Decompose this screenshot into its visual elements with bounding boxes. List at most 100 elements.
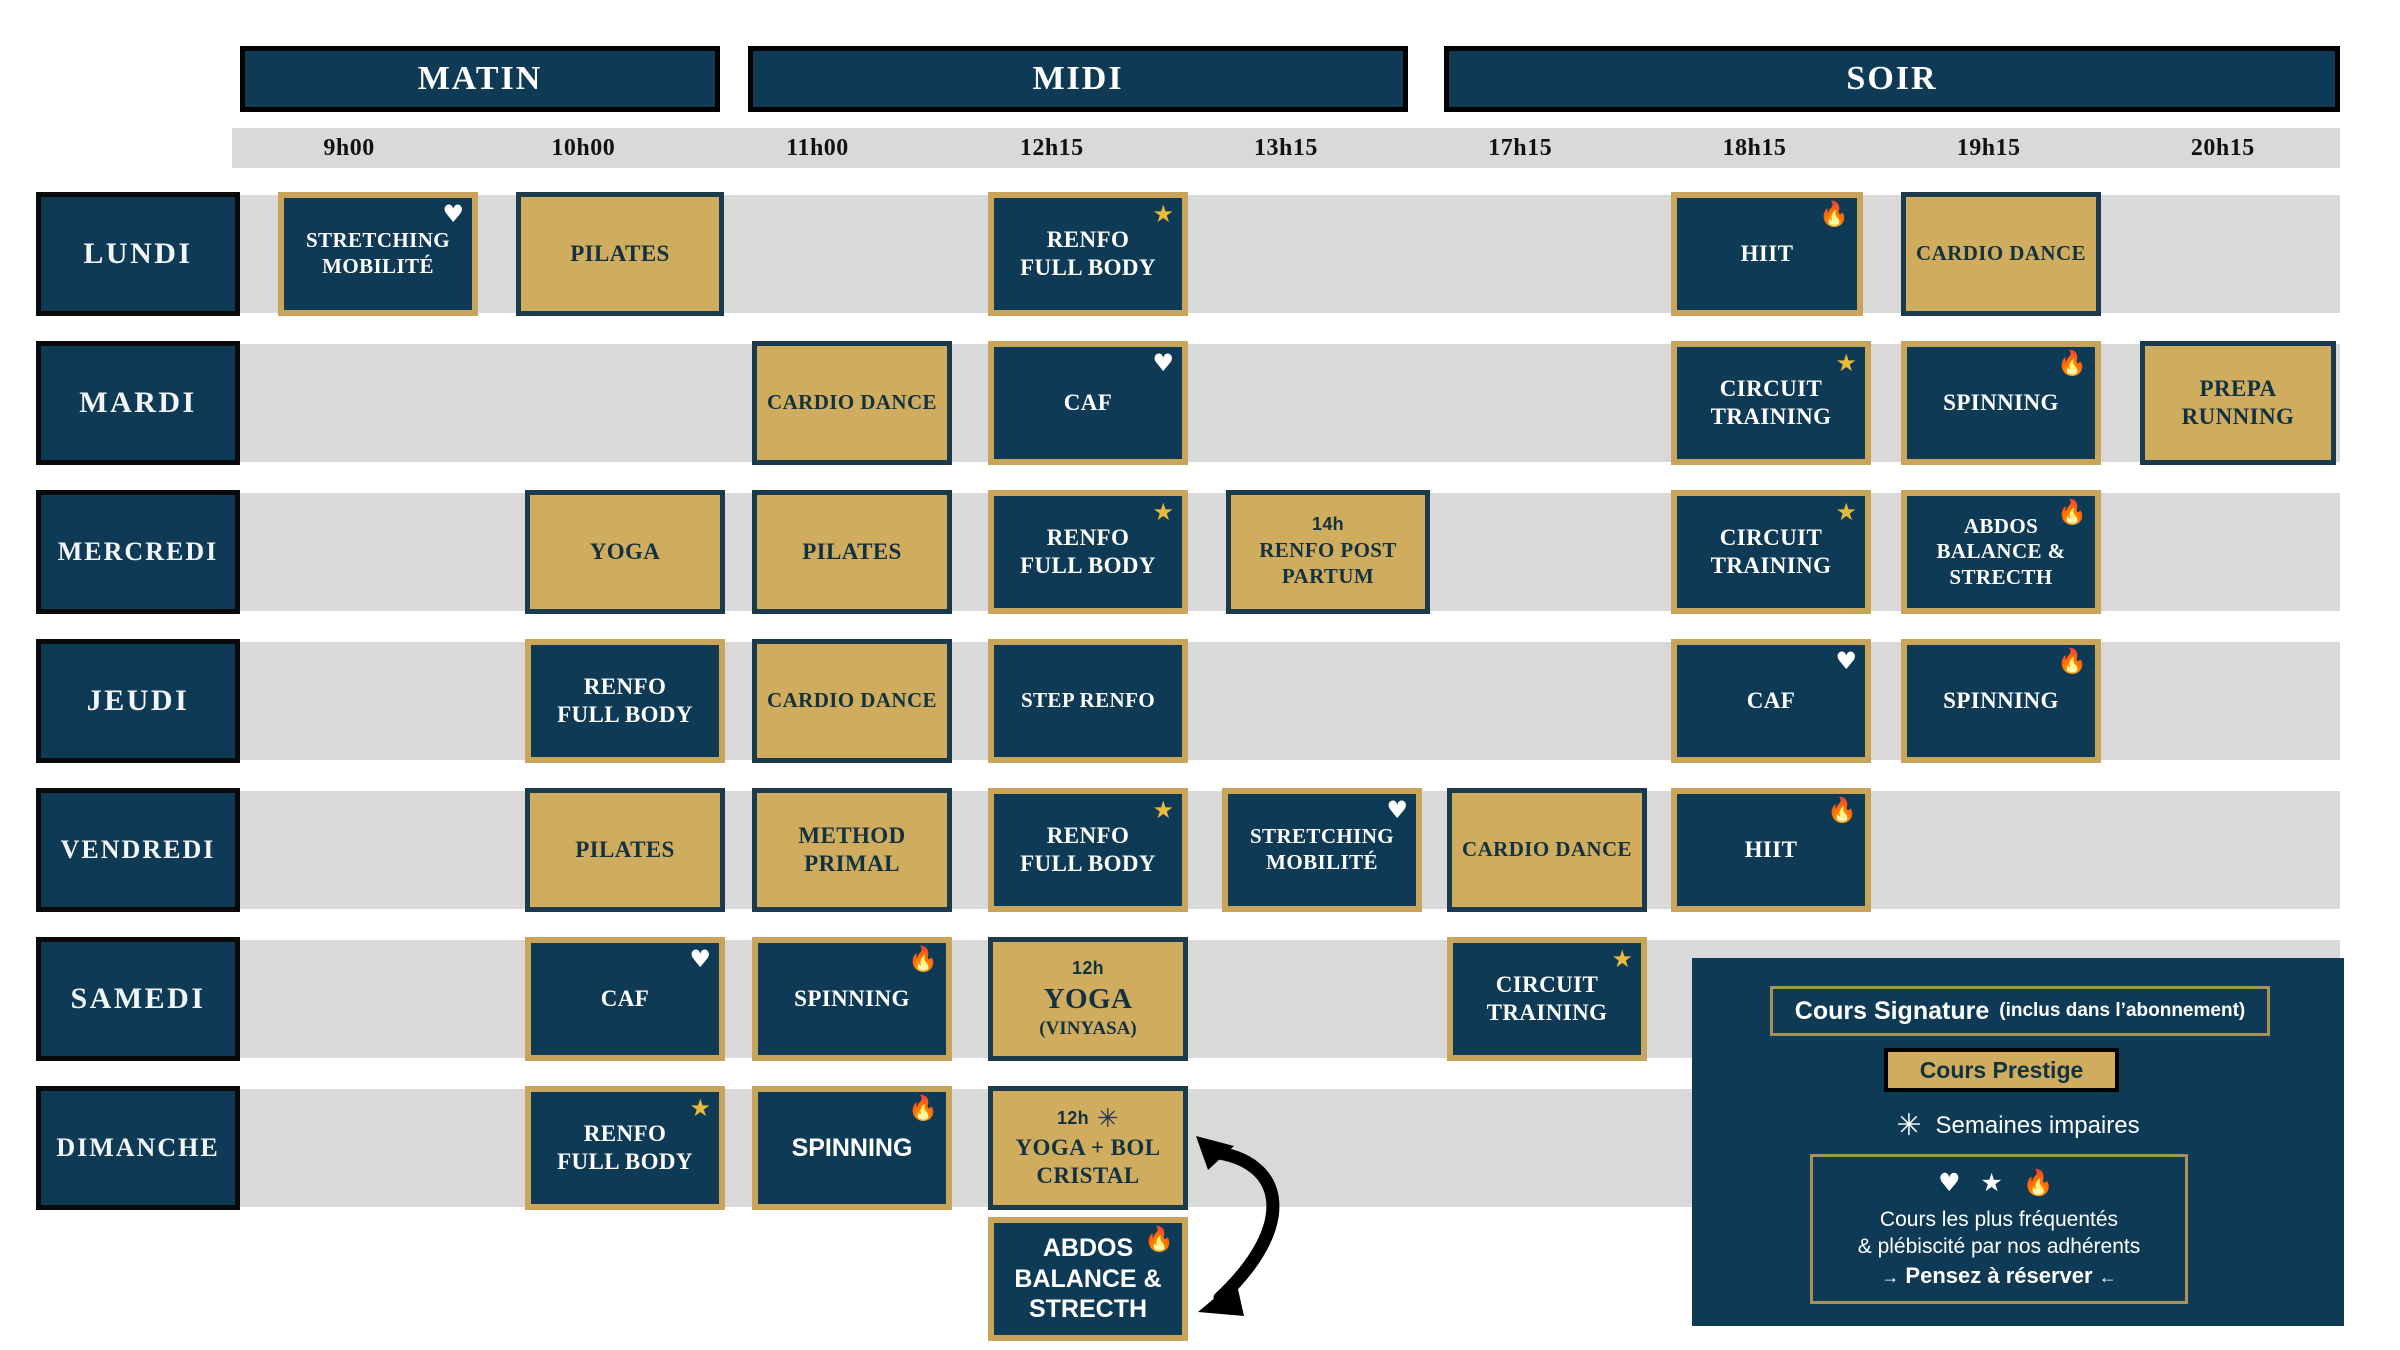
day-label-text: LUNDI <box>83 237 193 271</box>
class-name-line: RENFO <box>1046 822 1130 848</box>
class-name-line: STEP RENFO <box>1020 688 1156 713</box>
period-header-label: MIDI <box>1032 60 1124 97</box>
class-name-line: RUNNING <box>2181 404 2295 429</box>
class-cell[interactable]: YOGA <box>525 490 725 614</box>
time-slot-19h15: 19h15 <box>1956 134 2021 161</box>
class-cell[interactable]: SPINNING 🔥 <box>752 937 952 1061</box>
class-cell[interactable]: PREPA RUNNING <box>2140 341 2336 465</box>
class-name-line: CARDIO DANCE <box>767 688 937 713</box>
star-icon: ★ <box>1152 200 1174 228</box>
class-name-line: HIIT <box>1744 836 1798 862</box>
legend-panel: Cours Signature (inclus dans l’abonnemen… <box>1692 958 2344 1326</box>
day-label-dimanche: DIMANCHE <box>36 1086 240 1210</box>
period-header-label: MATIN <box>417 60 543 97</box>
class-cell[interactable]: CARDIO DANCE <box>1447 788 1647 912</box>
class-name-line: PILATES <box>575 836 675 862</box>
legend-odd-weeks-row: ✳ Semaines impaires <box>1692 1108 2344 1143</box>
heart-icon: ♥ <box>1152 349 1174 377</box>
time-slot-10h00: 10h00 <box>551 134 616 161</box>
day-label-text: DIMANCHE <box>56 1133 220 1163</box>
legend-popular-line3: → Pensez à réserver ← <box>1881 1262 2116 1291</box>
class-cell[interactable]: RENFO FULL BODY <box>525 639 725 763</box>
class-name-line: YOGA <box>589 538 661 564</box>
arrow-left-icon: ← <box>2098 1267 2117 1288</box>
class-cell[interactable]: PILATES <box>752 490 952 614</box>
class-name-line: RENFO <box>1046 524 1130 550</box>
day-label-mardi: MARDI <box>36 341 240 465</box>
class-name-line: PREPA <box>2199 375 2277 401</box>
class-hour-text: 14h <box>1312 514 1344 535</box>
class-cell[interactable]: CAF♥ <box>1671 639 1871 763</box>
class-name-line: CARDIO DANCE <box>1916 241 2086 266</box>
flame-icon: 🔥 <box>908 1094 938 1122</box>
time-slot-13h15: 13h15 <box>1254 134 1318 161</box>
class-name-line: STRETCHING <box>1249 824 1395 849</box>
period-header-soir: SOIR <box>1444 46 2340 112</box>
class-cell[interactable]: HIIT🔥 <box>1671 788 1871 912</box>
star-icon: ★ <box>1835 498 1857 526</box>
class-name-line: FULL BODY <box>557 702 693 727</box>
flame-icon: 🔥 <box>1144 1225 1174 1253</box>
class-cell[interactable]: PILATES <box>525 788 725 912</box>
class-name-line: METHOD <box>798 822 906 848</box>
legend-signature-label: Cours Signature <box>1794 996 1990 1025</box>
asterisk-icon: ✳ <box>1896 1108 1922 1143</box>
legend-popular-line1: Cours les plus fréquentés <box>1879 1207 2119 1231</box>
time-slot-18h15: 18h15 <box>1722 134 1787 161</box>
class-name-line: RENFO POST <box>1259 538 1397 563</box>
class-cell[interactable]: SPINNING🔥 <box>1901 341 2101 465</box>
class-cell[interactable]: SPINNING🔥 <box>752 1086 952 1210</box>
class-name-line: FULL BODY <box>1020 553 1156 578</box>
class-name-line: BALANCE & <box>1014 1264 1162 1293</box>
class-name-line: SPINNING <box>1943 687 2059 713</box>
arrow-right-icon: → <box>1881 1267 1900 1288</box>
class-cell[interactable]: CARDIO DANCE <box>752 639 952 763</box>
flame-icon: 🔥 <box>2057 349 2087 377</box>
day-label-mercredi: MERCREDI <box>36 490 240 614</box>
class-name-line: FULL BODY <box>557 1149 693 1174</box>
legend-prestige-label: Cours Prestige <box>1919 1056 2084 1083</box>
class-cell[interactable]: CARDIO DANCE <box>1901 192 2101 316</box>
class-name-line: MOBILITÉ <box>322 254 434 278</box>
class-name-line: CIRCUIT <box>1495 971 1599 997</box>
day-label-vendredi: VENDREDI <box>36 788 240 912</box>
class-name-line: PILATES <box>570 240 670 266</box>
class-cell[interactable]: PILATES <box>516 192 724 316</box>
class-name-line: STRETCHING <box>305 228 451 253</box>
class-name-line: STRECTH <box>1028 1295 1148 1324</box>
class-cell[interactable]: SPINNING 🔥 <box>1901 639 2101 763</box>
class-name-line: SPINNING <box>794 985 910 1011</box>
class-name-line: RENFO <box>583 673 667 699</box>
class-cell[interactable]: CAF♥ <box>525 937 725 1061</box>
class-cell[interactable]: HIIT🔥 <box>1671 192 1863 316</box>
class-cell[interactable]: CAF♥ <box>988 341 1188 465</box>
class-cell[interactable]: CARDIO DANCE <box>752 341 952 465</box>
flame-icon: 🔥 <box>2057 647 2087 675</box>
class-name-line: YOGA + BOL <box>1015 1134 1161 1160</box>
day-label-text: MARDI <box>79 386 197 420</box>
class-name-line: TRAINING <box>1486 1000 1608 1025</box>
class-name-line: RENFO <box>1046 226 1130 252</box>
legend-popular-box: ♥ ★ 🔥 Cours les plus fréquentés & plébis… <box>1810 1154 2188 1304</box>
period-header-matin: MATIN <box>240 46 720 112</box>
class-name-line: STRECTH <box>1949 564 2053 589</box>
flame-icon: 🔥 <box>908 945 938 973</box>
class-cell[interactable]: STEP RENFO <box>988 639 1188 763</box>
